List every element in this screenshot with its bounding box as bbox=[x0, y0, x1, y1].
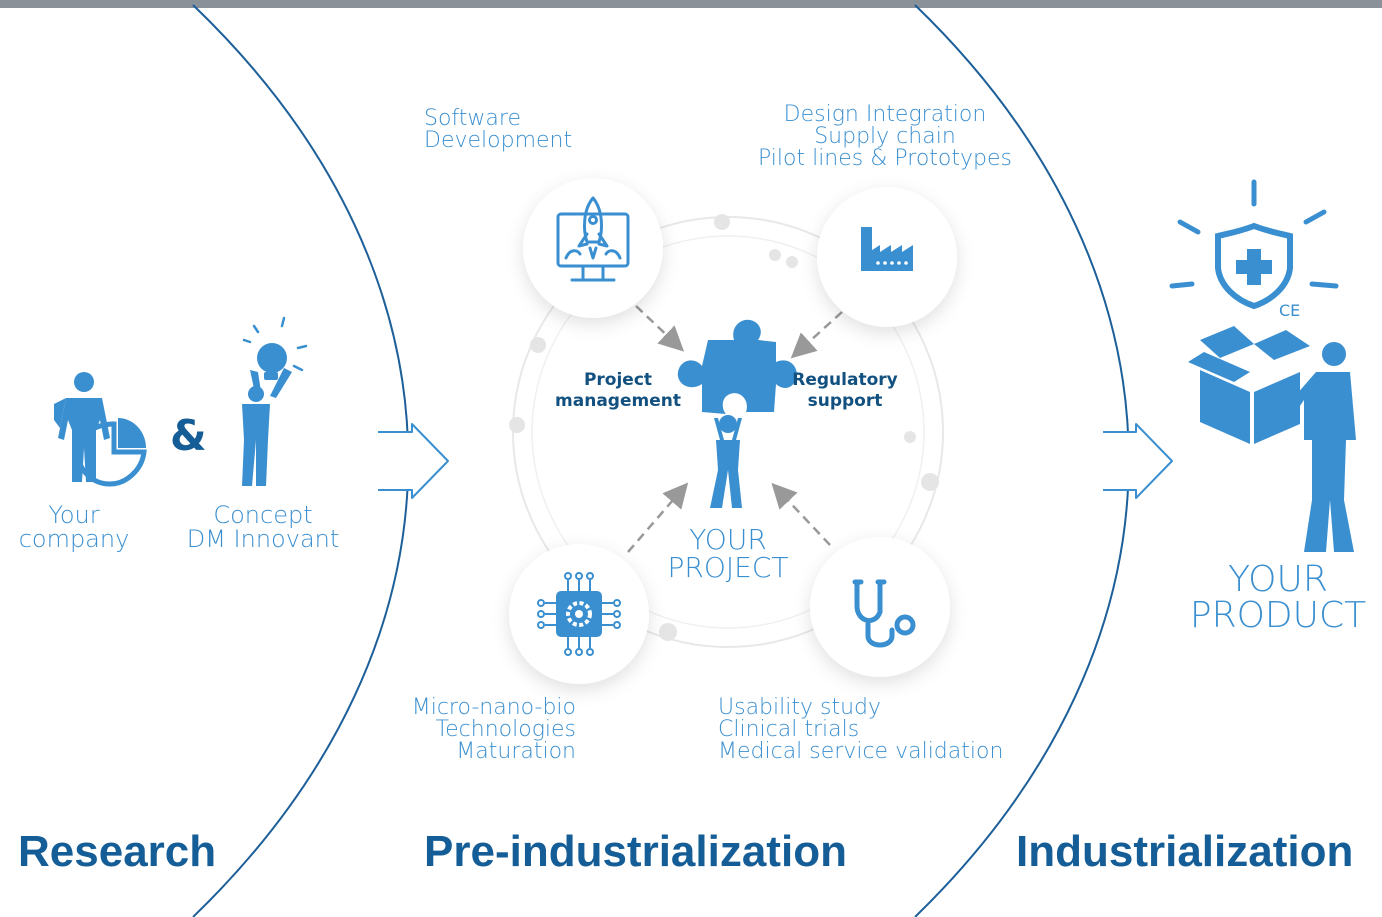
businessman-pie-chart-icon bbox=[54, 372, 147, 487]
factory-icon bbox=[861, 227, 913, 271]
project-management-line: Project bbox=[583, 370, 653, 390]
regulatory-support-label: Regulatory support bbox=[786, 370, 904, 413]
phase-research: Research bbox=[18, 827, 217, 876]
project-ring-inner bbox=[531, 235, 925, 629]
ring-dot bbox=[769, 249, 781, 261]
usability-label-line: Clinical trials bbox=[718, 717, 860, 742]
project-management-label: Project management bbox=[552, 370, 684, 413]
usability-label-line: Usability study bbox=[718, 695, 882, 720]
software-label-line: Development bbox=[424, 128, 573, 153]
your-company-label: Your company bbox=[14, 503, 134, 551]
ring-dot bbox=[509, 417, 525, 433]
usability-label-line: Medical service validation bbox=[718, 739, 1004, 764]
your-project-label: YOUR PROJECT bbox=[648, 526, 808, 582]
ring-dot bbox=[530, 337, 546, 353]
ampersand: & bbox=[170, 411, 207, 460]
phase-pre-industrialization: Pre-industrialization bbox=[424, 827, 847, 876]
software-label-line: Software bbox=[424, 106, 521, 131]
your-company-line: Your bbox=[48, 501, 100, 529]
micro-label-line: Micro-nano-bio bbox=[411, 695, 576, 720]
software-satellite bbox=[523, 178, 663, 318]
ring-dot bbox=[714, 214, 730, 230]
dashed-arrow-usability bbox=[771, 482, 831, 546]
your-product-line: PRODUCT bbox=[1189, 595, 1367, 636]
your-project-line: YOUR bbox=[689, 523, 767, 556]
your-company-line: company bbox=[18, 525, 130, 553]
top-bar bbox=[0, 0, 1382, 8]
ring-dot bbox=[904, 431, 916, 443]
person-lightbulb-icon bbox=[242, 316, 308, 486]
concept-line: Concept bbox=[213, 501, 313, 529]
ce-mark: CE bbox=[1279, 301, 1301, 320]
micro-label: Micro-nano-bio Technologies Maturation bbox=[396, 697, 576, 763]
ring-dot bbox=[786, 256, 798, 268]
regulatory-support-line: support bbox=[807, 391, 883, 412]
project-management-line: management bbox=[555, 391, 681, 412]
design-label-line: Supply chain bbox=[814, 124, 956, 149]
dashed-arrow-design bbox=[790, 311, 843, 359]
your-project-line: PROJECT bbox=[667, 551, 789, 584]
micro-label-line: Maturation bbox=[456, 739, 576, 764]
dashed-arrow-micro bbox=[627, 482, 689, 553]
software-label: Software Development bbox=[424, 108, 572, 152]
design-label: Design Integration Supply chain Pilot li… bbox=[744, 104, 1026, 170]
ring-dot bbox=[921, 473, 939, 491]
rocket-monitor-icon bbox=[556, 196, 630, 282]
dashed-arrow-software bbox=[635, 305, 685, 352]
concept-line: DM Innovant bbox=[186, 525, 340, 553]
design-satellite bbox=[817, 187, 957, 327]
puzzle-person-icon bbox=[677, 319, 797, 508]
micro-label-line: Technologies bbox=[435, 717, 576, 742]
phase-industrialization: Industrialization bbox=[1016, 827, 1354, 876]
your-product-label: YOUR PRODUCT bbox=[1178, 562, 1378, 634]
person-box-shield-icon bbox=[1169, 179, 1356, 552]
usability-label: Usability study Clinical trials Medical … bbox=[718, 697, 1003, 763]
usability-satellite bbox=[810, 537, 950, 677]
concept-label: Concept DM Innovant bbox=[178, 503, 348, 551]
ring-dot bbox=[659, 623, 677, 641]
stethoscope-icon bbox=[852, 579, 916, 648]
micro-satellite bbox=[509, 544, 649, 684]
your-product-line: YOUR bbox=[1228, 559, 1328, 600]
research-to-preindustrial-arrow bbox=[378, 423, 449, 499]
preindustrial-to-industrial-arrow bbox=[1103, 423, 1173, 499]
chip-gear-icon bbox=[537, 572, 621, 656]
regulatory-support-line: Regulatory bbox=[792, 370, 898, 390]
research-boundary-curve bbox=[192, 4, 410, 917]
design-label-line: Design Integration bbox=[783, 102, 987, 127]
design-label-line: Pilot lines & Prototypes bbox=[758, 146, 1012, 171]
